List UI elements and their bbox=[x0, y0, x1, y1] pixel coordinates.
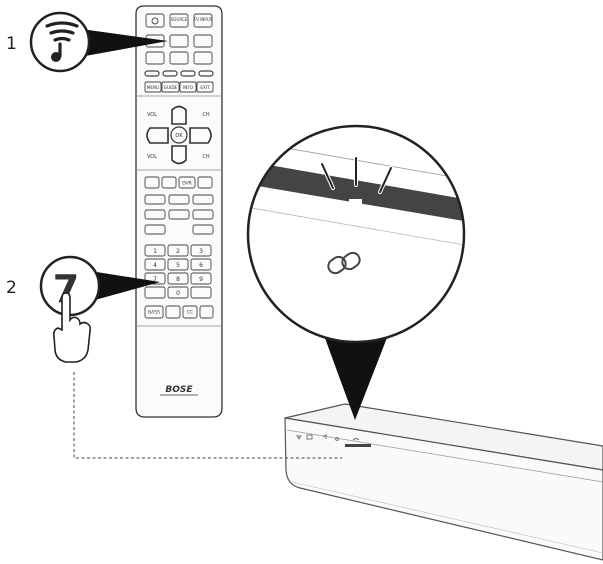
keypad-key-label: 4 bbox=[153, 262, 157, 269]
left-arrow-button[interactable] bbox=[146, 127, 169, 144]
back-button[interactable] bbox=[197, 176, 213, 189]
keypad-key-label: 5 bbox=[176, 262, 180, 269]
keypad-key-4[interactable] bbox=[144, 258, 166, 271]
step-2-callout: 7 bbox=[39, 255, 160, 363]
tv-input-button-label: TV INPUT bbox=[193, 17, 213, 22]
vol-label-lower: VOL bbox=[147, 154, 157, 160]
keypad-key-label: 1 bbox=[153, 248, 157, 255]
link-icon bbox=[327, 251, 361, 275]
record-button[interactable] bbox=[192, 224, 214, 235]
pause-button[interactable] bbox=[168, 209, 190, 220]
keypad-key-3[interactable] bbox=[190, 244, 212, 257]
keypad-key-1[interactable] bbox=[144, 244, 166, 257]
next-button[interactable] bbox=[192, 209, 214, 220]
keypad-key-7[interactable] bbox=[144, 272, 166, 285]
home-button[interactable] bbox=[161, 176, 177, 189]
bluetooth-button[interactable] bbox=[193, 34, 213, 48]
keypad-key-label: 0 bbox=[176, 290, 180, 297]
info-button[interactable] bbox=[179, 81, 197, 93]
ch-label: CH bbox=[202, 112, 209, 118]
info-button-label: INFO bbox=[183, 85, 194, 90]
brand-logo: BOSE bbox=[165, 385, 193, 395]
menu-button-label: MENU bbox=[147, 85, 159, 90]
number-keypad: 1 2 3 4 5 6 7 8 9 0 bbox=[144, 244, 212, 299]
exit-button[interactable] bbox=[196, 81, 214, 93]
hdmi-button[interactable] bbox=[169, 51, 189, 65]
ch-label-lower: CH bbox=[202, 154, 209, 160]
vol-label: VOL bbox=[147, 112, 157, 118]
bass-button-label: BASS bbox=[148, 310, 160, 316]
color-button-1[interactable] bbox=[144, 70, 160, 77]
guide-button[interactable] bbox=[161, 81, 180, 93]
down-arrow-button[interactable] bbox=[171, 145, 187, 165]
keypad-key-special-11[interactable] bbox=[190, 286, 212, 299]
keypad-key-special-9[interactable] bbox=[144, 286, 166, 299]
wifi-note-icon bbox=[45, 21, 79, 58]
soundbar-status-icons bbox=[296, 434, 360, 441]
keypad-key-2[interactable] bbox=[167, 244, 189, 257]
dashed-connector bbox=[73, 372, 342, 459]
exit-button-label: EXIT bbox=[200, 85, 210, 90]
aux-button[interactable] bbox=[193, 51, 213, 65]
step-2-number: 2 bbox=[6, 278, 17, 298]
play-button[interactable] bbox=[168, 194, 190, 205]
d-pad[interactable] bbox=[146, 105, 212, 165]
keypad-key-0[interactable] bbox=[167, 286, 189, 299]
keypad-key-label: 8 bbox=[176, 276, 180, 283]
keypad-key-label: 9 bbox=[199, 276, 203, 283]
finger-press-icon bbox=[53, 292, 92, 363]
tv-button[interactable] bbox=[145, 51, 165, 65]
remote-control: SOURCE TV INPUT MENU GUIDE INFO EXIT bbox=[135, 5, 223, 418]
mute-button[interactable] bbox=[144, 176, 160, 189]
color-button-3[interactable] bbox=[180, 70, 196, 77]
step-1-number: 1 bbox=[6, 34, 17, 54]
tv-input-button[interactable] bbox=[193, 13, 213, 28]
keypad-key-label: 3 bbox=[199, 248, 203, 255]
caption-button[interactable] bbox=[165, 305, 181, 319]
status-light bbox=[349, 199, 362, 209]
rewind-button[interactable] bbox=[144, 194, 166, 205]
previous-button[interactable] bbox=[144, 209, 166, 220]
zoom-callout bbox=[246, 124, 466, 420]
power-icon bbox=[151, 17, 159, 25]
ok-button-label: OK bbox=[175, 133, 183, 139]
right-arrow-button[interactable] bbox=[189, 127, 212, 144]
cc-button[interactable] bbox=[182, 305, 198, 319]
color-button-2[interactable] bbox=[162, 70, 178, 77]
up-arrow-button[interactable] bbox=[171, 105, 187, 125]
keypad-key-5[interactable] bbox=[167, 258, 189, 271]
keypad-key-8[interactable] bbox=[167, 272, 189, 285]
wifi-button[interactable] bbox=[169, 34, 189, 48]
guide-button-label: GUIDE bbox=[164, 85, 178, 90]
light-bar bbox=[345, 444, 371, 447]
ok-button[interactable] bbox=[170, 126, 188, 144]
dvr-button[interactable] bbox=[178, 176, 196, 189]
source-button-label: SOURCE bbox=[171, 17, 188, 22]
color-button-4[interactable] bbox=[198, 70, 214, 77]
stop-button[interactable] bbox=[144, 224, 166, 235]
menu-button[interactable] bbox=[144, 81, 162, 93]
keypad-key-6[interactable] bbox=[190, 258, 212, 271]
bass-button[interactable] bbox=[144, 305, 164, 319]
display-button[interactable] bbox=[199, 305, 214, 319]
source-button[interactable] bbox=[169, 13, 189, 28]
keypad-key-label: 7 bbox=[153, 276, 157, 283]
power-button[interactable] bbox=[145, 13, 165, 28]
keypad-key-label: 2 bbox=[176, 248, 180, 255]
cc-button-label: CC bbox=[187, 310, 193, 316]
fast-forward-button[interactable] bbox=[192, 194, 214, 205]
dvr-button-label: DVR bbox=[182, 181, 192, 187]
soundbar bbox=[284, 403, 603, 561]
keypad-key-label: 6 bbox=[199, 262, 203, 269]
keypad-key-9[interactable] bbox=[190, 272, 212, 285]
step-1-callout bbox=[29, 11, 168, 73]
